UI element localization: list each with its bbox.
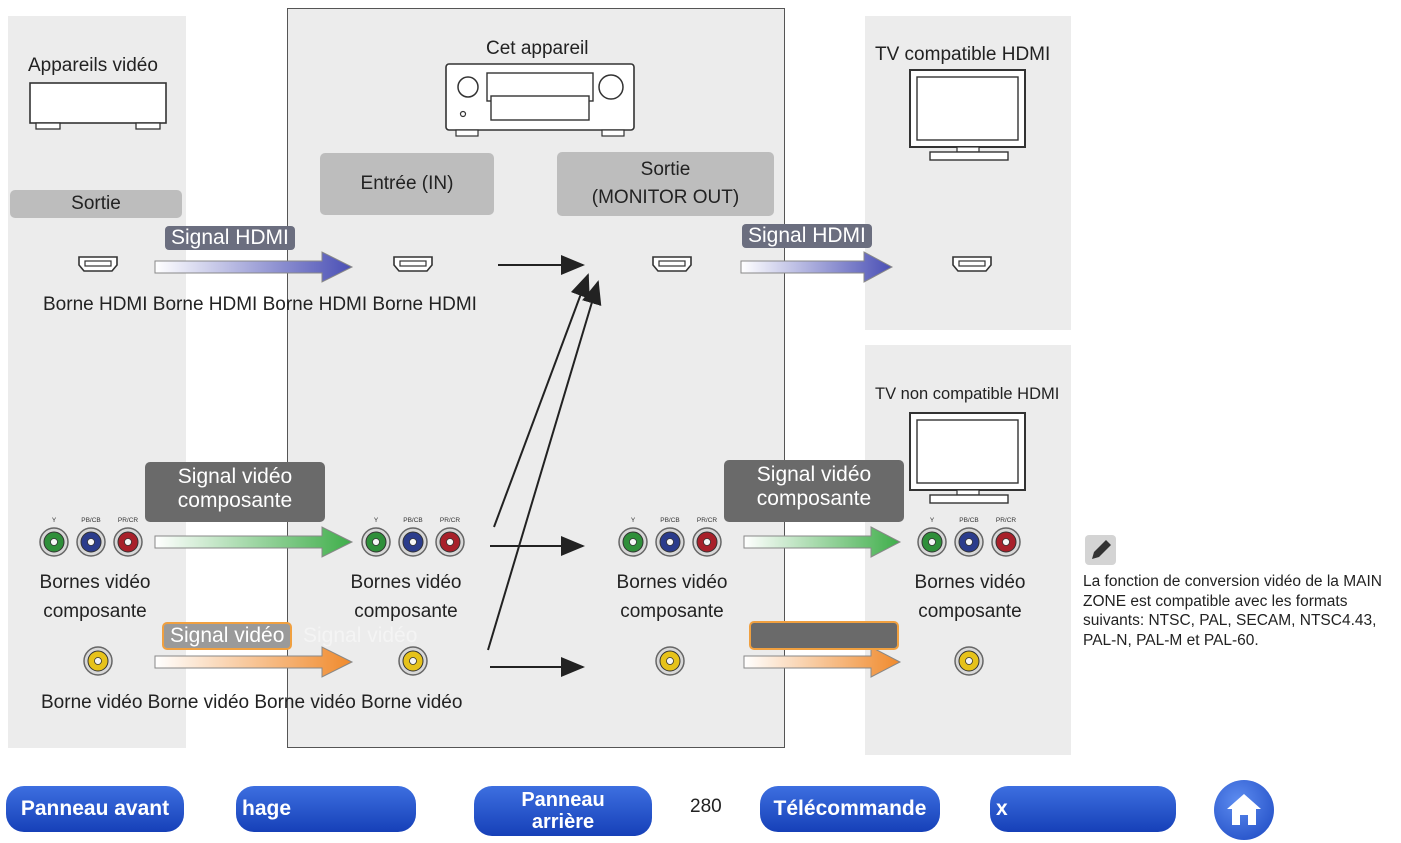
sortie-monitor-text-2: (MONITOR OUT) <box>591 187 740 208</box>
tv-hdmi-icon <box>909 69 1026 161</box>
hdmi-port-icon-in <box>393 256 433 272</box>
comp-label-pb-2: PB/CB <box>403 517 423 524</box>
comp-label-pb-3: PB/CB <box>660 517 680 524</box>
comp-label-y-4: Y <box>930 517 935 524</box>
sortie-monitor-text-1: Sortie <box>640 159 691 180</box>
video-arrow-left <box>154 646 354 678</box>
video-port-icon-in <box>398 646 428 676</box>
hdmi-arrow-right <box>740 251 894 283</box>
component-terminals-2b: composante <box>354 601 458 622</box>
page-number: 280 <box>690 796 722 817</box>
comp-label-pb-1: PB/CB <box>81 517 101 524</box>
video-device-icon <box>29 82 167 130</box>
component-terminals-label-4: Bornes vidéo composante <box>895 568 1045 626</box>
home-button[interactable] <box>1214 780 1274 840</box>
comp-label-y-3: Y <box>631 517 636 524</box>
component-terminals-label-1: Bornes vidéo composante <box>20 568 170 626</box>
comp-label-pr-4: PR/CR <box>996 517 1017 524</box>
signal-component-left-2: composante <box>177 489 293 512</box>
signal-component-left: Signal vidéo composante <box>145 462 325 522</box>
component-port-labels: Y PB/CB PR/CR Y PB/CB PR/CR Y PB/CB PR/CR Y PB/… <box>52 517 1017 524</box>
nav-display-text: hage <box>242 797 292 820</box>
tv-hdmi-panel <box>865 16 1071 330</box>
component-ports-in <box>361 527 465 557</box>
video-devices-label: Appareils vidéo <box>28 55 158 76</box>
component-ports-tv <box>917 527 1021 557</box>
entree-text: Entrée (IN) <box>360 173 454 194</box>
component-arrow-left <box>154 526 354 558</box>
signal-component-right-2: composante <box>756 487 872 510</box>
nav-rear-panel-button[interactable]: Panneau arrière <box>474 786 652 836</box>
component-terminals-label-3: Bornes vidéo composante <box>597 568 747 626</box>
sortie-source-text: Sortie <box>71 193 121 214</box>
comp-label-pb-4: PB/CB <box>959 517 979 524</box>
component-terminals-4b: composante <box>918 601 1022 622</box>
component-terminals-4a: Bornes vidéo <box>914 572 1026 593</box>
component-terminals-3b: composante <box>620 601 724 622</box>
signal-component-right: Signal vidéo composante <box>724 460 904 522</box>
component-terminals-3a: Bornes vidéo <box>616 572 728 593</box>
signal-video-right-blank <box>749 621 899 650</box>
nav-index-button[interactable]: x <box>990 786 1176 832</box>
comp-label-pr-1: PR/CR <box>118 517 139 524</box>
comp-label-y-1: Y <box>52 517 57 524</box>
video-port-icon-source <box>83 646 113 676</box>
conversion-note: La fonction de conversion vidéo de la MA… <box>1083 573 1382 649</box>
nav-index-text: x <box>996 797 1008 820</box>
tv-non-hdmi-label: TV non compatible HDMI <box>875 385 1060 403</box>
signal-video-left: Signal vidéo <box>162 622 293 650</box>
signal-component-right-1: Signal vidéo <box>756 463 872 486</box>
this-unit-label: Cet appareil <box>486 38 589 59</box>
nav-rear-panel-text-2: arrière <box>531 811 595 833</box>
hdmi-arrow-left <box>154 251 354 283</box>
hdmi-terminals-label: Borne HDMI Borne HDMI Borne HDMI Borne H… <box>43 294 477 315</box>
comp-label-pr-2: PR/CR <box>440 517 461 524</box>
hdmi-port-icon-source <box>78 256 118 272</box>
nav-rear-panel-text-1: Panneau <box>521 789 605 811</box>
component-terminals-2a: Bornes vidéo <box>350 572 462 593</box>
pencil-icon <box>1085 535 1116 565</box>
video-terminals-label: Borne vidéo Borne vidéo Borne vidéo Born… <box>41 692 463 713</box>
video-port-icon-tv <box>954 646 984 676</box>
signal-component-left-1: Signal vidéo <box>177 465 293 488</box>
component-terminals-label-2: Bornes vidéo composante <box>331 568 481 626</box>
signal-hdmi-left: Signal HDMI <box>165 226 295 250</box>
comp-label-pr-3: PR/CR <box>697 517 718 524</box>
unit-panel <box>287 8 785 748</box>
component-terminals-1b: composante <box>43 601 147 622</box>
component-ports-out <box>618 527 722 557</box>
nav-front-panel-button[interactable]: Panneau avant <box>6 786 184 832</box>
sortie-monitor-box: Sortie (MONITOR OUT) <box>557 152 774 216</box>
nav-remote-button[interactable]: Télécommande <box>760 786 940 832</box>
signal-video-left-ghost: Signal vidéo <box>303 624 418 647</box>
component-arrow-right <box>743 526 902 558</box>
nav-display-button[interactable]: hage <box>236 786 416 832</box>
component-terminals-1a: Bornes vidéo <box>39 572 151 593</box>
sortie-source-box: Sortie <box>10 190 182 218</box>
home-icon <box>1227 794 1261 825</box>
comp-label-y-2: Y <box>374 517 379 524</box>
tv-hdmi-label: TV compatible HDMI <box>875 44 1051 65</box>
component-ports-source <box>39 527 143 557</box>
internal-routing-arrows <box>487 255 602 677</box>
tv-non-hdmi-icon <box>909 412 1026 504</box>
video-port-icon-out <box>655 646 685 676</box>
hdmi-port-icon-tv <box>952 256 992 272</box>
hdmi-port-icon-out <box>652 256 692 272</box>
video-arrow-right <box>743 646 902 678</box>
signal-hdmi-right: Signal HDMI <box>742 224 872 248</box>
entree-box: Entrée (IN) <box>320 153 494 215</box>
av-receiver-icon <box>445 63 635 137</box>
source-panel <box>8 16 186 748</box>
